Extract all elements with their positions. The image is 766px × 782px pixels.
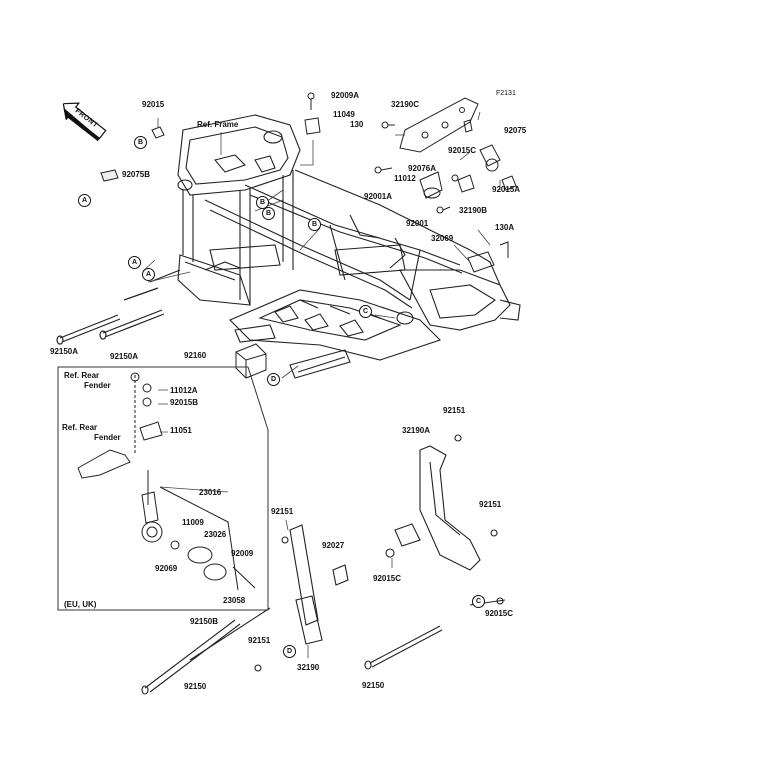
front-arrow-icon: FRONT (56, 95, 111, 144)
part-label: 92150B (190, 617, 219, 626)
part-label: 23016 (199, 488, 222, 497)
callout-b: B (134, 136, 147, 149)
part-label: 92015C (373, 574, 402, 583)
part-label: 11012 (394, 174, 416, 183)
part-label: 92027 (322, 541, 345, 550)
part-label: 32190A (402, 426, 431, 435)
callout-b: B (308, 218, 321, 231)
part-label: 92015A (492, 185, 521, 194)
part-label: 32190C (391, 100, 420, 109)
part-label: 11012A (170, 386, 198, 395)
upper-bracket-assembly (374, 97, 517, 273)
part-label: 92151 (271, 507, 294, 516)
callout-c: C (472, 595, 485, 608)
frame-assembly (177, 114, 521, 379)
part-label: 32069 (431, 234, 454, 243)
part-label: 92069 (155, 564, 178, 573)
part-label: 92075B (122, 170, 151, 179)
part-label: 92151 (443, 406, 466, 415)
callout-d: D (267, 373, 280, 386)
ref-rear-fender-label-1b: Fender (84, 381, 111, 390)
eu-uk-label: (EU, UK) (64, 600, 97, 609)
part-label: 92160 (184, 351, 207, 360)
part-label: 92150A (110, 352, 139, 361)
callout-b: B (262, 207, 275, 220)
callout-c: C (359, 305, 372, 318)
part-label: 92150 (184, 682, 207, 691)
ref-rear-fender-label-2b: Fender (94, 433, 121, 442)
part-label: 92151 (248, 636, 271, 645)
part-label: 11051 (170, 426, 192, 435)
part-label: 130 (350, 120, 364, 129)
upper-left-parts (100, 92, 321, 182)
part-label: 130A (495, 223, 515, 232)
part-label: 92150A (50, 347, 79, 356)
part-label: 92001A (364, 192, 393, 201)
lower-rail-parts (141, 434, 506, 695)
part-label: 11049 (333, 110, 355, 119)
ref-rear-fender-label-2a: Ref. Rear (62, 423, 98, 432)
figure-code: F2131 (496, 90, 516, 97)
part-label: 23026 (204, 530, 227, 539)
ref-frame-label: Ref. Frame (197, 120, 239, 129)
part-label: 92015B (170, 398, 199, 407)
part-label: 92015 (142, 100, 165, 109)
part-label: 92151 (479, 500, 502, 509)
eu-uk-inset (57, 366, 269, 611)
part-label: 92076A (408, 164, 437, 173)
callout-d: D (283, 645, 296, 658)
part-label: 11009 (182, 518, 204, 527)
callout-a: A (128, 256, 141, 269)
part-label: 92001 (406, 219, 429, 228)
long-bolts-upper (56, 269, 181, 345)
part-label: 32190 (297, 663, 320, 672)
part-label: 92015C (485, 609, 514, 618)
part-label: 92075 (504, 126, 527, 135)
part-label: 92009 (231, 549, 254, 558)
part-label: 92150 (362, 681, 385, 690)
part-label: 23058 (223, 596, 246, 605)
callout-a: A (78, 194, 91, 207)
part-label: 32190B (459, 206, 488, 215)
part-label: 92009A (331, 91, 360, 100)
part-label: 92015C (448, 146, 477, 155)
ref-rear-fender-label-1a: Ref. Rear (64, 371, 100, 380)
spacer-92160 (235, 343, 267, 379)
callout-a: A (142, 268, 155, 281)
